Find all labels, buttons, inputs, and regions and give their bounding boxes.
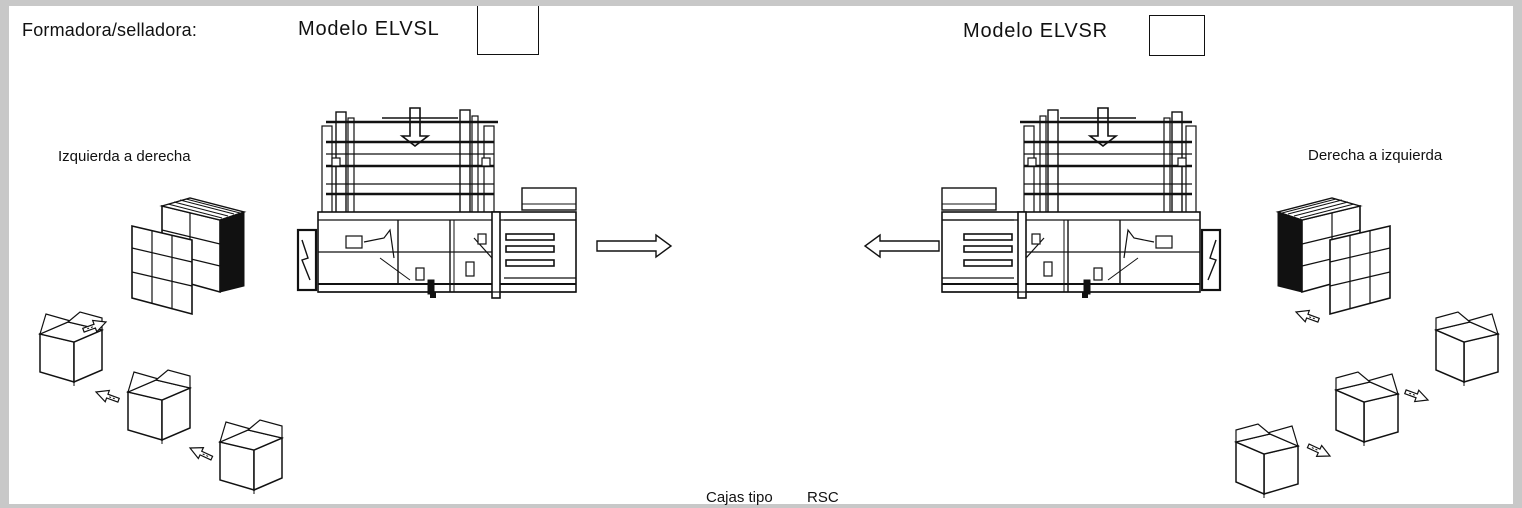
left-box-3 xyxy=(219,419,283,495)
formadora-label: Formadora/selladora: xyxy=(22,20,198,40)
machine-elvsr-drawing xyxy=(940,106,1222,300)
right-transfer-arrow-icon-1 xyxy=(1293,305,1322,327)
left-transfer-arrow-icon-2 xyxy=(93,385,122,407)
left-direction-label: Izquierda a derecha xyxy=(58,148,191,165)
right-box-2 xyxy=(1335,371,1399,447)
elvsr-checkbox[interactable] xyxy=(1149,15,1205,56)
modelo-elvsr-label: Modelo ELVSR xyxy=(963,20,1108,42)
machine-elvsl-drawing xyxy=(296,106,578,300)
right-direction-label: Derecha a izquierda xyxy=(1308,147,1443,164)
left-box-2 xyxy=(127,369,191,445)
right-box-1 xyxy=(1435,311,1499,387)
right-transfer-arrow-icon-3 xyxy=(1305,439,1334,463)
right-box-3 xyxy=(1235,423,1299,499)
left-transfer-arrow-icon-3 xyxy=(186,441,215,465)
left-box-1 xyxy=(39,311,103,387)
left-box-stack xyxy=(131,197,245,315)
rsc-label: RSC xyxy=(807,489,839,506)
flow-arrow-right-icon xyxy=(596,233,673,259)
right-transfer-arrow-icon-2 xyxy=(1402,385,1431,407)
modelo-elvsl-label: Modelo ELVSL xyxy=(298,18,440,40)
right-box-stack xyxy=(1277,197,1391,315)
cajas-tipo-label: Cajas tipo xyxy=(706,489,773,506)
flow-arrow-left-icon xyxy=(863,233,940,259)
elvsl-checkbox[interactable] xyxy=(477,6,539,55)
